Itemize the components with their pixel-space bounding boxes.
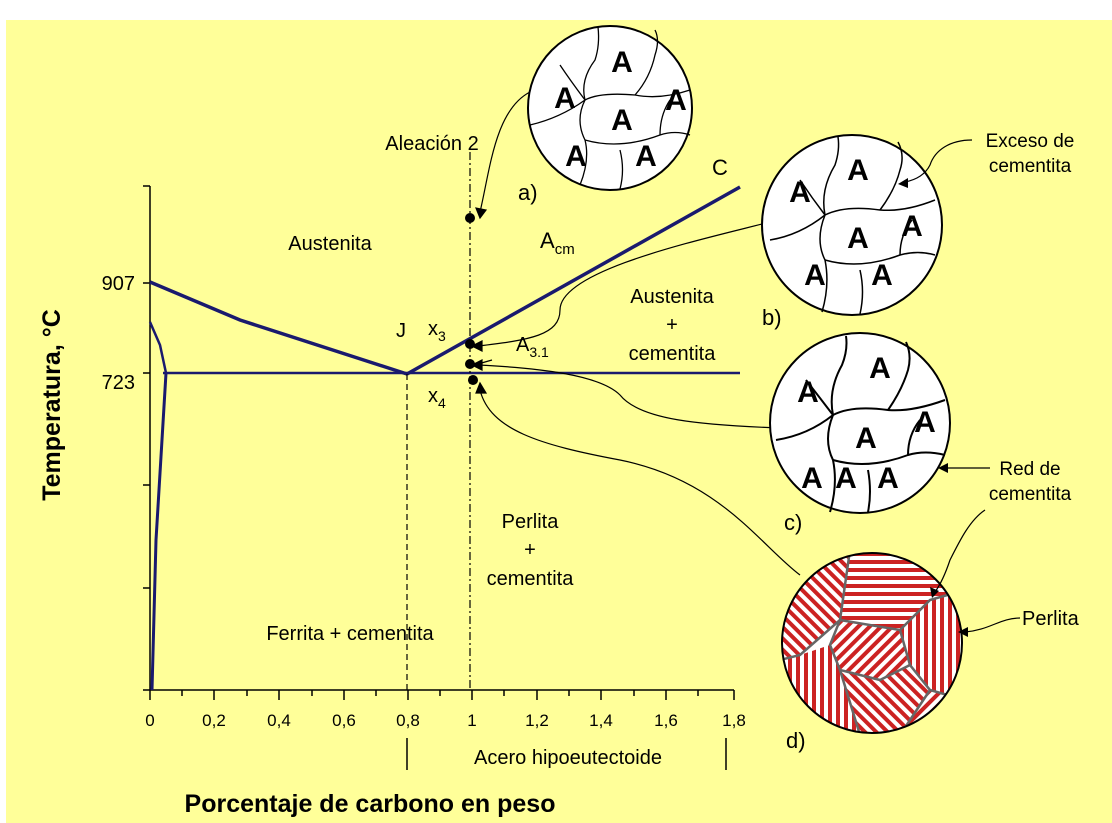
exceso-label-1: Exceso de (986, 131, 1075, 152)
grain-c5: A (801, 462, 823, 495)
x-tick-1-2: 1,2 (525, 711, 549, 730)
exceso-label-2: cementita (989, 156, 1072, 177)
ferrita-label: Ferrita + cementita (266, 623, 434, 645)
acm-line (406, 185, 741, 376)
aus-cem-label-2: + (666, 314, 678, 336)
grain-a4: A (611, 104, 633, 137)
micrograph-c-label: c) (784, 510, 802, 535)
micrograph-b: A A A A A A b) (761, 134, 943, 330)
phase-lines (148, 185, 741, 691)
y-tick-907: 907 (102, 273, 135, 295)
grain-b1: A (789, 176, 811, 209)
ferrite-boundary-upper (148, 321, 168, 374)
grain-b2: A (847, 154, 869, 187)
ferrite-boundary-lower (150, 372, 168, 691)
x-axis (149, 689, 735, 700)
perlita-cem-label-2: + (524, 539, 536, 561)
x-tick-0-8: 0,8 (396, 711, 420, 730)
grain-c4: A (855, 422, 877, 455)
grain-c1: A (797, 376, 819, 409)
a3-line (149, 280, 408, 376)
c-point-label: C (712, 155, 728, 180)
range-label: Acero hipoeutectoide (474, 747, 662, 769)
micrograph-d-label: d) (786, 728, 806, 753)
aus-cem-label-3: cementita (629, 343, 717, 365)
y-axis (143, 185, 151, 691)
exceso-leader (904, 139, 973, 183)
austenita-label: Austenita (288, 233, 372, 255)
micrograph-b-label: b) (762, 305, 782, 330)
grain-a1: A (554, 82, 576, 115)
j-point-label: J (396, 320, 406, 342)
acm-label: Acm (540, 228, 575, 258)
aus-cem-label-1: Austenita (630, 286, 714, 308)
micrograph-c: A A A A A A A c) (769, 332, 951, 535)
y-tick-723: 723 (102, 372, 135, 394)
perlita-cem-label-1: Perlita (502, 511, 560, 533)
micrograph-d: d) (781, 552, 963, 753)
arrows (470, 91, 801, 576)
x-tick-labels: 0 0,2 0,4 0,6 0,8 1 1,2 1,4 1,6 1,8 (145, 711, 746, 730)
red-arrowhead (938, 463, 948, 473)
alloy-points (465, 213, 478, 385)
grain-c3: A (914, 406, 936, 439)
grain-c7: A (877, 462, 899, 495)
perlita-leader (964, 617, 1021, 633)
grain-a3: A (665, 84, 687, 117)
red-arrowhead-2 (930, 587, 939, 598)
y-axis-title: Temperatura, °C (38, 309, 66, 501)
x3-label: x3 (428, 318, 446, 344)
grain-b6: A (871, 259, 893, 292)
x-tick-0-6: 0,6 (332, 711, 356, 730)
exceso-arrowhead (898, 178, 908, 188)
a31-label: A3.1 (516, 334, 549, 360)
red-label-2: cementita (989, 484, 1072, 505)
x-tick-0-4: 0,4 (267, 711, 291, 730)
perlita-cem-label-3: cementita (487, 568, 575, 590)
alloy-label: Aleación 2 (385, 133, 478, 155)
x-tick-1-8: 1,8 (722, 711, 746, 730)
grain-a2: A (611, 46, 633, 79)
x-tick-1-4: 1,4 (589, 711, 613, 730)
grain-b5: A (804, 259, 826, 292)
grain-a6: A (635, 140, 657, 173)
x4-label: x4 (428, 385, 446, 411)
x-axis-title: Porcentaje de carbono en peso (185, 790, 556, 818)
x-tick-0-2: 0,2 (202, 711, 226, 730)
red-leader-2 (934, 509, 986, 593)
perlita-label: Perlita (1022, 608, 1080, 630)
red-label-1: Red de (999, 459, 1060, 480)
micrograph-a-label: a) (518, 180, 538, 205)
grain-c6: A (835, 462, 857, 495)
grain-c2: A (869, 352, 891, 385)
x-tick-1-6: 1,6 (654, 711, 678, 730)
grain-a5: A (565, 140, 587, 173)
x-tick-1: 1 (467, 711, 476, 730)
grain-b4: A (847, 222, 869, 255)
micrograph-a: A A A A A A a) (518, 25, 693, 205)
grain-b3: A (901, 210, 923, 243)
perlita-arrowhead (958, 627, 968, 637)
x-tick-0: 0 (145, 711, 154, 730)
